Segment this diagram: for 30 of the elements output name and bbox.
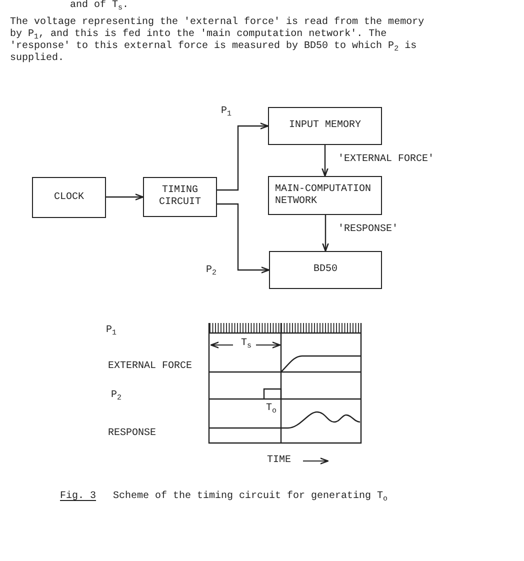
edge-label: P$_{1}$	[221, 106, 232, 118]
arrow	[322, 215, 329, 252]
block-box	[32, 177, 106, 218]
paragraph: The voltage representing the 'external force' is read from the memory by P$_{1}$, and this is fed into the 'main computation network'. The 'response' to this external force is measured by BD50 to which P$_{2}$ is supplied.	[10, 17, 426, 65]
block-label: TIMING CIRCUIT	[158, 185, 202, 209]
signal-label: RESPONSE	[108, 428, 156, 440]
text-line: and of T$_{s}$.	[70, 0, 129, 12]
signal-label: P$_{1}$	[106, 325, 117, 337]
block-box	[268, 107, 382, 145]
block-box	[269, 251, 382, 289]
edge-label: 'EXTERNAL FORCE'	[338, 154, 434, 166]
block-box	[143, 177, 217, 217]
figure-number: Fig. 3	[60, 491, 96, 503]
edge-label: 'RESPONSE'	[338, 224, 398, 236]
block-label: MAIN-COMPUTATION NETWORK	[275, 184, 372, 208]
figure-caption: Scheme of the timing circuit for generating T$_{o}$	[113, 491, 388, 503]
edge-label: P$_{2}$	[206, 265, 217, 277]
signal-label: P$_{2}$	[111, 390, 122, 402]
block-label: INPUT MEMORY	[288, 120, 361, 132]
block-label: BD50	[313, 264, 338, 276]
arrow	[217, 122, 269, 191]
time-marker-label: T$_{o}$	[266, 403, 277, 415]
arrow	[217, 203, 270, 274]
dimension-label: T$_{s}$	[241, 338, 252, 350]
arrow	[106, 194, 144, 200]
block-box	[268, 176, 382, 215]
axis-label: TIME	[267, 455, 292, 467]
arrow	[322, 145, 328, 177]
block-label: CLOCK	[54, 192, 84, 204]
signal-label: EXTERNAL FORCE	[108, 361, 192, 373]
